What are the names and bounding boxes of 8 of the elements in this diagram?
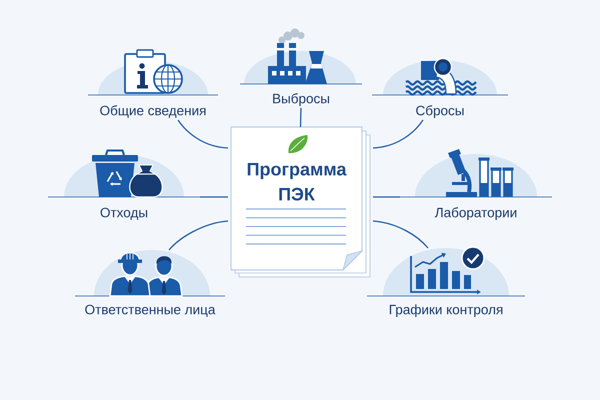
connector	[177, 120, 228, 149]
connector	[372, 220, 428, 248]
connector	[373, 196, 400, 198]
connector	[372, 120, 424, 149]
connector	[300, 108, 302, 128]
connector	[168, 220, 228, 250]
document-sheet: Программа ПЭК	[230, 126, 370, 278]
connector	[200, 196, 228, 198]
